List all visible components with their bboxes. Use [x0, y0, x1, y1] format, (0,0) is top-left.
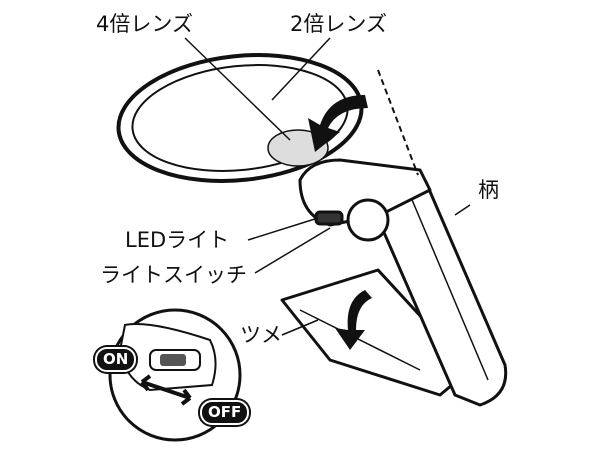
led-switch [314, 210, 344, 226]
switch-off-badge: OFF [200, 400, 250, 425]
label-light-switch: ライトスイッチ [100, 263, 247, 287]
label-handle: 柄 [478, 178, 499, 202]
label-4x-lens: 4倍レンズ [96, 12, 193, 36]
lens-arm [298, 158, 432, 227]
handle [370, 178, 508, 407]
label-led-light: LEDライト [125, 228, 230, 252]
label-claw: ツメ [240, 323, 282, 347]
rotate-arrow [308, 95, 368, 152]
double-arrow-icon [140, 374, 192, 406]
switch-on-badge: ON [95, 347, 137, 372]
label-2x-lens: 2倍レンズ [290, 12, 387, 36]
down-arrow [335, 290, 372, 350]
